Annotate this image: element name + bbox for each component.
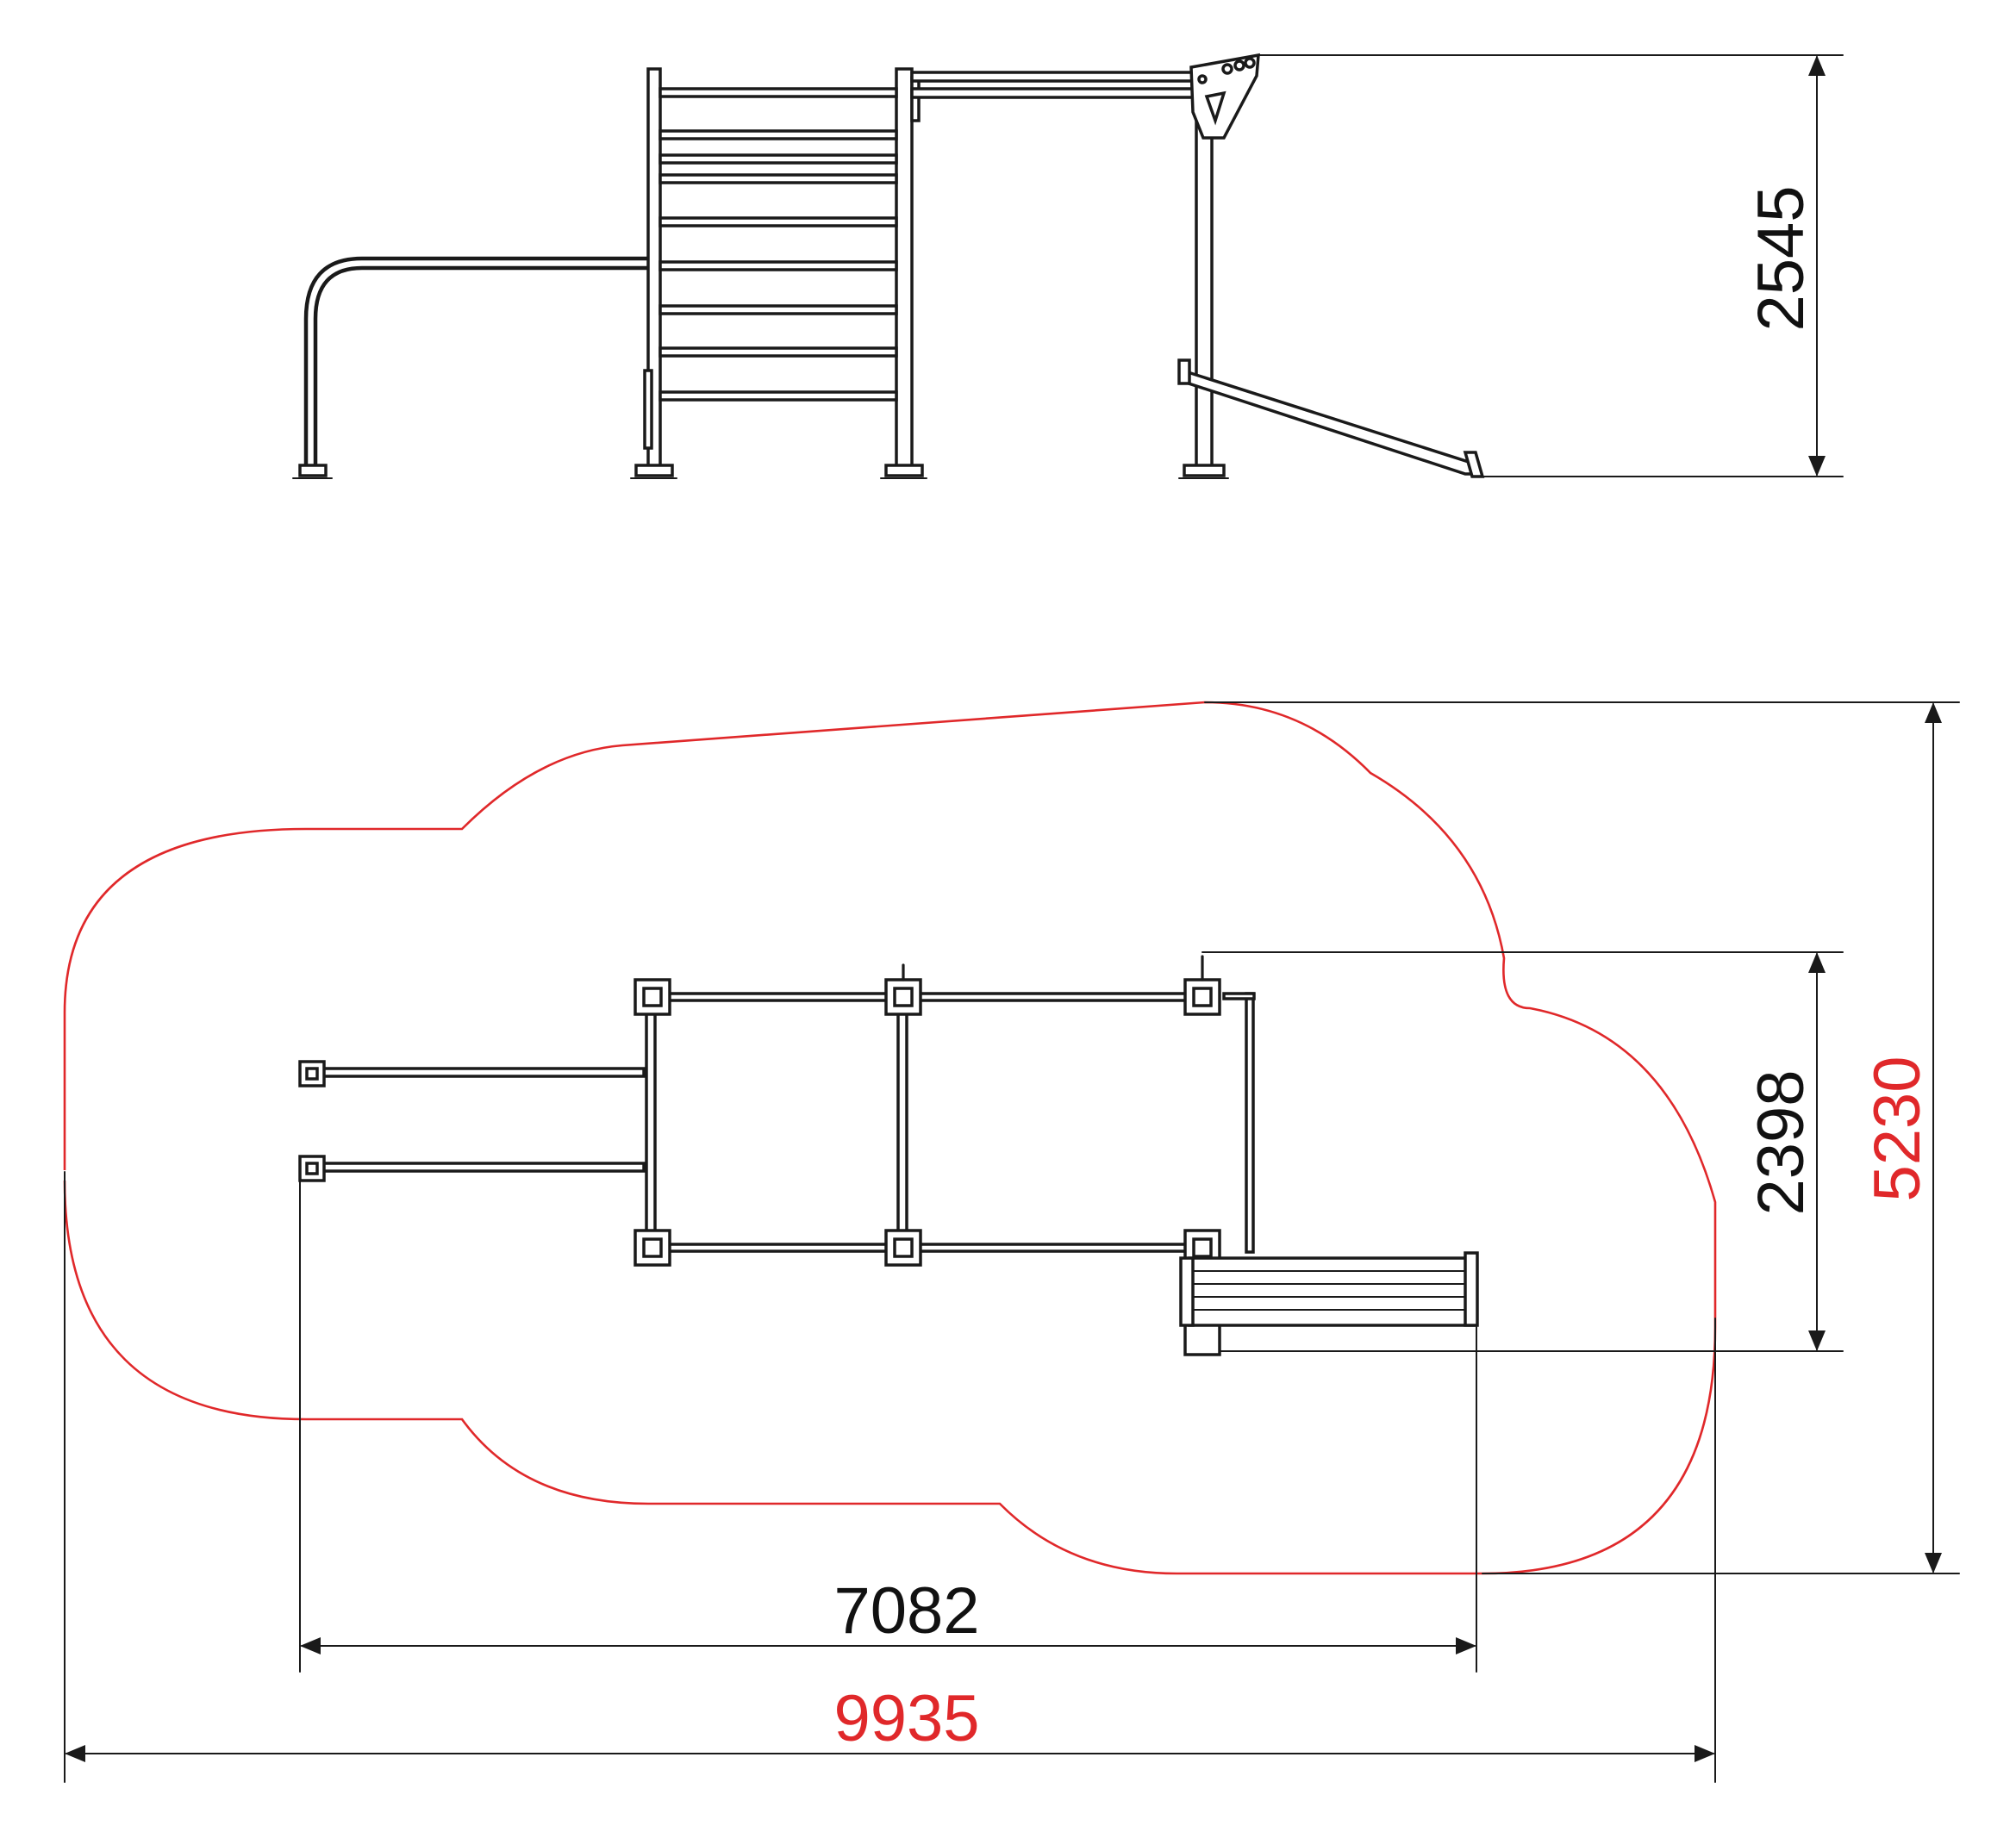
dimension-equipment-length-label: 7082 — [833, 1574, 979, 1648]
post-plates — [634, 978, 1221, 1356]
dimension-safety-width-label: 5230 — [1861, 1056, 1934, 1201]
dimension-height-label: 2545 — [1744, 185, 1818, 331]
dimension-equipment-width-label: 2398 — [1744, 1069, 1818, 1215]
plan-view — [63, 701, 1960, 1783]
ladder-rungs — [658, 87, 898, 402]
safety-zone-outline — [63, 701, 1717, 1575]
side-elevation-view — [292, 53, 1844, 479]
dimension-safety-length-label: 9935 — [833, 1682, 979, 1755]
bench-plan — [1179, 1251, 1479, 1327]
